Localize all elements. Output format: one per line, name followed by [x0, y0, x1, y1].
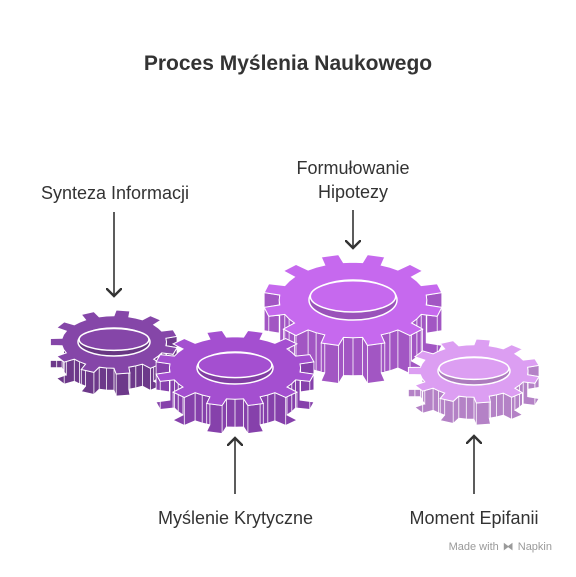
label-hipoteza-line1: Formułowanie [296, 158, 410, 178]
gear-hole [309, 280, 397, 313]
label-formulowanie-hipotezy: Formułowanie Hipotezy [268, 156, 438, 204]
gear-hole [197, 351, 273, 379]
made-with-text: Made with [448, 540, 499, 553]
gear-myslenie-krytyczne [155, 329, 315, 435]
gear-side [155, 361, 315, 435]
gear-hole [438, 356, 510, 381]
label-hipoteza-line2: Hipotezy [317, 182, 389, 202]
label-myslenie-krytyczne: Myślenie Krytyczne [157, 508, 314, 528]
napkin-logo-icon: ⧓ [502, 541, 514, 553]
label-moment-epifanii: Moment Epifanii [409, 508, 539, 528]
gear-moment-epifanii [407, 338, 540, 426]
gear-synteza-informacji [49, 309, 178, 397]
gear-hole [78, 327, 150, 352]
brand-text: Napkin [517, 540, 552, 553]
diagram-title: Proces Myślenia Naukowego [143, 52, 433, 75]
label-synteza-informacji: Synteza Informacji [40, 183, 190, 203]
made-with-footer: Made with ⧓ Napkin [448, 540, 552, 554]
